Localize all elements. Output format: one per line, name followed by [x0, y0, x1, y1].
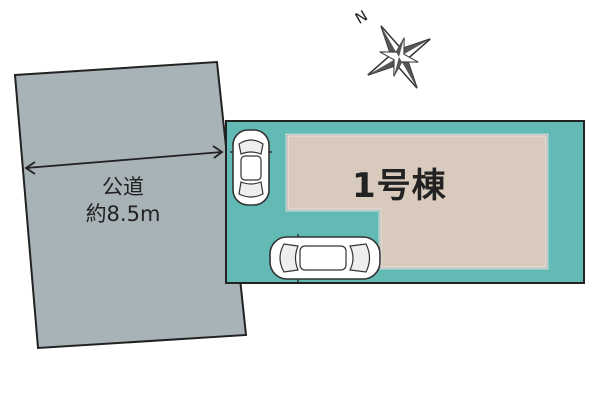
compass-north-label: N	[352, 7, 371, 28]
road-width: 約8.5m	[85, 202, 161, 226]
building-label: 1号棟	[352, 166, 447, 206]
compass-icon	[367, 25, 431, 89]
road-width-dimension	[24, 145, 224, 175]
car-horizontal-icon	[269, 234, 381, 282]
public-road	[13, 60, 248, 350]
road-name: 公道	[102, 175, 144, 199]
car-vertical-icon	[230, 129, 272, 206]
